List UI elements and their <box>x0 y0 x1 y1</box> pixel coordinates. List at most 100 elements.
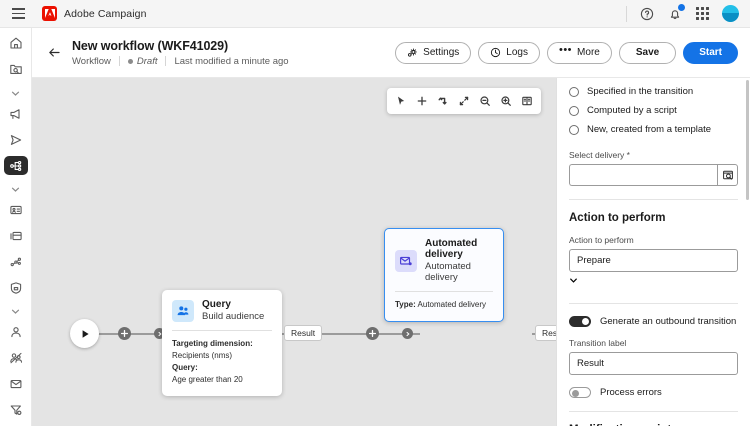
start-node[interactable] <box>70 319 99 348</box>
status-badge: Draft <box>127 55 158 67</box>
clock-icon <box>490 47 501 58</box>
select-delivery-label: Select delivery * <box>569 150 738 160</box>
sidebar-item-deliveries[interactable] <box>4 130 28 149</box>
panel-divider-2 <box>569 303 738 304</box>
toggle-switch <box>569 316 591 327</box>
node-titles: Automated delivery Automated delivery <box>425 238 493 283</box>
browse-icon[interactable] <box>717 164 738 186</box>
transition-label-2[interactable]: Resu <box>535 325 556 341</box>
meta-divider-2 <box>165 56 167 66</box>
start-button[interactable]: Start <box>683 41 738 64</box>
node-header: Query Build audience <box>172 299 272 322</box>
radio-circle-icon <box>569 124 579 135</box>
save-button[interactable]: Save <box>618 41 677 64</box>
panel-scrollbar[interactable] <box>746 80 749 200</box>
sidebar-item-decisioning[interactable] <box>4 252 28 271</box>
add-activity-button-2[interactable] <box>366 327 379 340</box>
settings-button[interactable]: Settings <box>395 41 472 64</box>
outbound-transition-toggle[interactable]: Generate an outbound transition <box>569 316 738 327</box>
logs-button[interactable]: Logs <box>478 41 540 64</box>
node-details: Targeting dimension: Recipients (nms) Qu… <box>172 338 272 386</box>
radio-circle-icon <box>569 105 579 116</box>
help-icon[interactable] <box>638 5 655 22</box>
toggle-switch <box>569 387 591 398</box>
zoom-out-icon[interactable] <box>475 91 495 111</box>
workflow-meta: Workflow Draft Last modified a minute ag… <box>72 56 289 67</box>
hamburger-icon[interactable] <box>4 0 32 28</box>
sidebar-item-audiences[interactable] <box>4 349 28 368</box>
page-title: New workflow (WKF41029) <box>72 38 229 53</box>
gear-icon <box>407 47 418 58</box>
radio-label: New, created from a template <box>587 124 712 135</box>
top-bar-actions <box>626 4 750 22</box>
sidebar-item-explore[interactable] <box>4 60 28 79</box>
fit-screen-icon[interactable] <box>454 91 474 111</box>
sidebar-item-subscriptions[interactable] <box>4 374 28 393</box>
rail-collapse-2-icon[interactable] <box>4 182 28 198</box>
node-header: Automated delivery Automated delivery <box>395 238 493 283</box>
sidebar-item-profiles[interactable] <box>4 323 28 342</box>
detail-value: Recipients (nms) <box>172 351 233 360</box>
node-divider <box>395 291 493 292</box>
status-label: Draft <box>136 55 158 67</box>
action-section-title: Action to perform <box>569 212 666 224</box>
query-in-port[interactable] <box>154 328 165 339</box>
add-activity-button-1[interactable] <box>118 327 131 340</box>
sidebar-item-segments[interactable] <box>4 400 28 419</box>
canvas-toolbar <box>387 88 541 114</box>
panel-divider-1 <box>569 199 738 200</box>
required-marker: * <box>626 150 630 160</box>
wire-result-to-plus2 <box>315 333 377 335</box>
rail-collapse-1-icon[interactable] <box>4 86 28 102</box>
sidebar-item-campaigns[interactable] <box>4 104 28 123</box>
rail-collapse-3-icon[interactable] <box>4 304 28 320</box>
workflow-type: Workflow <box>72 55 111 67</box>
detail-value: Age greater than 20 <box>172 375 243 384</box>
notification-badge <box>678 4 685 11</box>
plus-icon[interactable] <box>412 91 432 111</box>
sidebar-item-workflows[interactable] <box>3 156 28 175</box>
sidebar-item-cards[interactable] <box>4 226 28 245</box>
detail-label: Targeting dimension: <box>172 339 253 348</box>
node-divider <box>172 330 272 331</box>
user-avatar[interactable] <box>722 5 739 22</box>
radio-specified-in-transition[interactable]: Specified in the transition <box>569 82 738 101</box>
app-grid-icon[interactable] <box>694 5 711 22</box>
connector-icon[interactable] <box>433 91 453 111</box>
radio-new-from-template[interactable]: New, created from a template <box>569 120 738 139</box>
node-automated-delivery[interactable]: Automated delivery Automated delivery Ty… <box>384 228 504 322</box>
toggle-label: Generate an outbound transition <box>600 316 737 327</box>
action-select[interactable]: Prepare <box>569 249 738 272</box>
delivery-in-port[interactable] <box>402 328 413 339</box>
detail-label: Query: <box>172 363 198 372</box>
settings-label: Settings <box>423 47 460 58</box>
process-errors-toggle[interactable]: Process errors <box>569 387 738 398</box>
node-titles: Query Build audience <box>202 299 264 322</box>
sidebar-item-governance[interactable] <box>4 278 28 297</box>
workflow-canvas[interactable]: Query Build audience Targeting dimension… <box>32 78 556 426</box>
zoom-in-icon[interactable] <box>496 91 516 111</box>
select-delivery-input[interactable] <box>569 164 717 186</box>
logs-label: Logs <box>506 47 528 58</box>
back-arrow-icon[interactable] <box>42 41 66 65</box>
transition-label-input[interactable] <box>569 352 738 375</box>
wire-plus2-to-delivery <box>372 333 420 335</box>
workflow-titles: New workflow (WKF41029) Workflow Draft L… <box>72 39 289 67</box>
sidebar-item-home[interactable] <box>4 34 28 53</box>
transition-label-1[interactable]: Result <box>284 325 323 341</box>
wire-start-to-plus <box>94 333 138 335</box>
book-layout-icon[interactable] <box>517 91 537 111</box>
more-button[interactable]: ••• More <box>546 41 612 64</box>
panel-divider-3 <box>569 411 738 412</box>
radio-label: Computed by a script <box>587 105 677 116</box>
chevron-down-icon <box>569 272 578 289</box>
radio-computed-by-script[interactable]: Computed by a script <box>569 101 738 120</box>
node-subtitle: Automated delivery <box>425 261 471 283</box>
cursor-icon[interactable] <box>391 91 411 111</box>
sidebar-item-landing-pages[interactable] <box>4 201 28 220</box>
bell-icon[interactable] <box>666 4 685 22</box>
modification-section-title: Modification script <box>569 424 738 426</box>
status-dot <box>127 58 133 64</box>
node-query[interactable]: Query Build audience Targeting dimension… <box>162 290 282 396</box>
